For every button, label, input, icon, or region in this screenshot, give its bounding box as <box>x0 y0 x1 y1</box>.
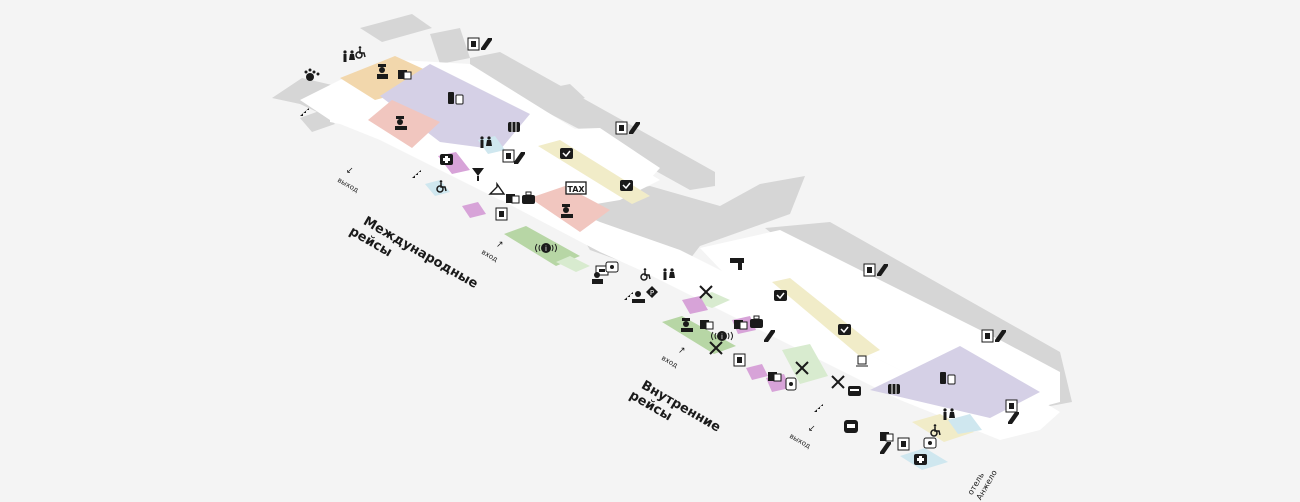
atm-icon[interactable] <box>605 261 619 273</box>
customs-officer-icon[interactable] <box>377 64 388 79</box>
check-in-icon[interactable] <box>560 148 573 159</box>
check-in-icon[interactable] <box>838 324 851 335</box>
baggage-icon[interactable] <box>508 122 520 132</box>
escalator-icon[interactable] <box>514 152 525 164</box>
stairs-icon <box>814 404 823 412</box>
yellow-zone-south <box>912 414 974 442</box>
first-aid-icon[interactable] <box>440 154 453 165</box>
stairs-icon <box>300 108 309 116</box>
accessible-icon[interactable] <box>930 424 941 437</box>
pet-icon[interactable] <box>304 68 320 82</box>
baggage-icon[interactable] <box>888 384 900 394</box>
restroom-icon[interactable] <box>943 408 955 420</box>
customs-officer-icon[interactable] <box>592 272 603 284</box>
baggage-cart-icon[interactable] <box>856 355 868 367</box>
elevator-icon[interactable] <box>502 149 515 163</box>
check-in-icon[interactable] <box>620 180 633 191</box>
escalator-icon[interactable] <box>1008 412 1019 424</box>
vertical-transport <box>467 37 1019 454</box>
restroom-icon[interactable] <box>480 136 492 148</box>
information-icon[interactable]: i <box>711 331 733 341</box>
gun-icon[interactable] <box>730 258 744 270</box>
information-icon[interactable]: i <box>535 243 557 253</box>
elevator-icon[interactable] <box>495 207 508 221</box>
elevator-icon[interactable] <box>1005 399 1018 413</box>
escalator-icon[interactable] <box>481 38 492 50</box>
exit-arrow: ↙ <box>346 166 354 176</box>
restrooms <box>343 50 955 420</box>
security-icon[interactable] <box>632 291 645 303</box>
red-zone-center <box>530 186 610 232</box>
accessible-icon[interactable] <box>436 180 447 193</box>
elevator-icon[interactable] <box>897 437 910 451</box>
shopping-bag-icon[interactable] <box>734 320 748 330</box>
light-green-zone-2 <box>690 292 730 308</box>
magenta-zone-5 <box>746 364 768 380</box>
atm-icon[interactable] <box>923 437 937 449</box>
svg-text:P: P <box>650 289 654 297</box>
red-zone-north <box>368 100 440 148</box>
restroom-icon[interactable] <box>343 50 355 62</box>
cloakroom-icon[interactable] <box>488 181 506 195</box>
shopping-bag-icon[interactable] <box>398 70 412 80</box>
suitcase-icon[interactable] <box>522 191 535 204</box>
exit-arrow-2: ↙ <box>808 424 816 434</box>
restaurant-icon[interactable] <box>709 341 723 355</box>
passport-control-icon[interactable] <box>395 116 407 130</box>
magenta-zone-2 <box>462 202 486 218</box>
elevator-icon[interactable] <box>615 121 628 135</box>
escalator-icon[interactable] <box>764 330 775 342</box>
escalator-icon[interactable] <box>880 442 891 454</box>
check-in-icon[interactable] <box>774 290 787 301</box>
green-zone-domestic <box>662 316 736 354</box>
taxi-icon[interactable]: TAX <box>565 181 587 195</box>
atm-icon[interactable] <box>785 377 797 391</box>
parking-icon[interactable]: P <box>646 286 658 298</box>
first-aid-icon[interactable] <box>914 454 927 465</box>
escalator-icon[interactable] <box>877 264 888 276</box>
magenta-zone-3 <box>682 296 708 314</box>
accessible-icon[interactable] <box>640 268 651 281</box>
blue-zone-4 <box>948 414 982 434</box>
svg-text:i: i <box>721 333 723 341</box>
elevator-icon[interactable] <box>467 37 480 51</box>
entrance-arrow-2: ↗ <box>678 346 686 356</box>
purple-zone-north <box>380 64 530 150</box>
car-icon[interactable] <box>844 420 858 433</box>
stairs <box>300 108 823 412</box>
accessible-facilities <box>355 46 941 437</box>
check-in-signs <box>560 148 851 335</box>
restaurant-icon[interactable] <box>699 285 713 299</box>
elevator-icon[interactable] <box>733 353 746 367</box>
light-green-zone <box>556 256 590 272</box>
yellow-zone-east <box>772 278 880 358</box>
stairs-icon <box>412 170 421 178</box>
escalator-icon[interactable] <box>995 330 1006 342</box>
shopping-bag-icon[interactable] <box>768 372 782 382</box>
customs-officer-icon[interactable] <box>681 318 693 332</box>
shopping-bag-icon[interactable] <box>700 320 714 330</box>
entrance-arrow: ↗ <box>496 240 504 250</box>
stairs-icon <box>624 292 633 300</box>
svg-text:i: i <box>545 245 547 253</box>
restaurant-icon[interactable] <box>795 361 809 375</box>
suitcase-icon[interactable] <box>750 315 763 328</box>
shopping-bag-icon[interactable] <box>506 194 520 204</box>
restaurant-icon[interactable] <box>831 375 845 389</box>
taxi-card-icon[interactable] <box>848 386 861 396</box>
restroom-icon[interactable] <box>663 268 675 280</box>
elevator-icon[interactable] <box>981 329 994 343</box>
elevator-icon[interactable] <box>863 263 876 277</box>
pharmacy-icon[interactable] <box>472 168 484 181</box>
service-icons: i P i <box>304 64 956 465</box>
accessible-icon[interactable] <box>355 46 366 59</box>
baggage-icon[interactable] <box>448 92 464 105</box>
baggage-icon[interactable] <box>940 372 956 385</box>
passport-control-icon[interactable] <box>561 204 573 218</box>
escalator-icon[interactable] <box>629 122 640 134</box>
shopping-bag-icon[interactable] <box>880 432 894 442</box>
taxi-label: TAX <box>567 185 585 194</box>
